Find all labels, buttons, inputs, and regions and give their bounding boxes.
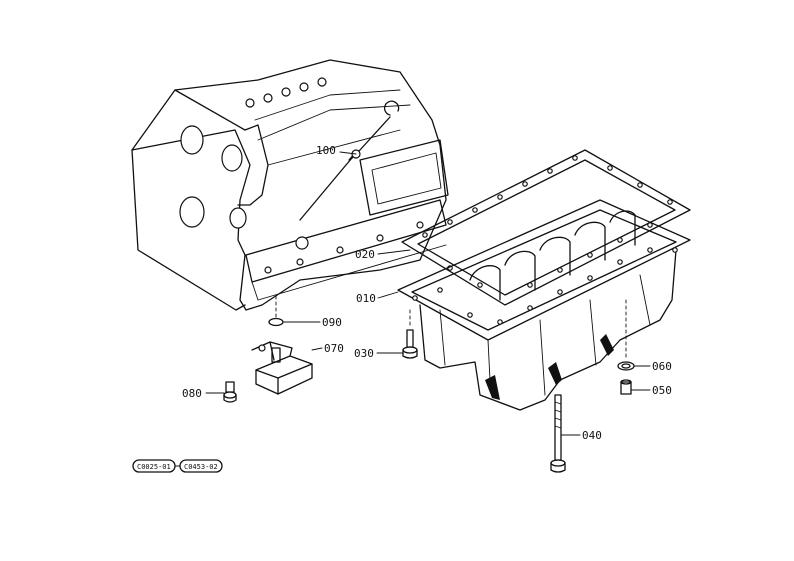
reference-left: C0025-01 — [137, 463, 171, 471]
reference-codes: C0025-01 C0453-02 — [132, 459, 223, 473]
bolt-080 — [223, 381, 237, 403]
drain-plug-050 — [620, 379, 632, 395]
callout-050: 050 — [652, 384, 672, 397]
bolt-030 — [402, 329, 418, 359]
reference-right: C0453-02 — [184, 463, 218, 471]
oil-strainer — [251, 341, 313, 395]
callout-030: 030 — [354, 347, 374, 360]
callout-100: 100 — [316, 144, 336, 157]
callout-020: 020 — [355, 248, 375, 261]
engine-block — [131, 59, 449, 311]
callout-080: 080 — [182, 387, 202, 400]
callout-070: 070 — [324, 342, 344, 355]
callout-060: 060 — [652, 360, 672, 373]
bolt-040 — [550, 394, 566, 473]
reference-right-frame — [179, 459, 223, 473]
callout-010: 010 — [356, 292, 376, 305]
oil-pan-gasket — [401, 149, 691, 306]
o-ring — [268, 317, 284, 327]
callout-040: 040 — [582, 429, 602, 442]
callout-090: 090 — [322, 316, 342, 329]
leader-lines — [205, 151, 651, 436]
washer-060 — [617, 361, 635, 371]
oil-pan — [397, 199, 691, 411]
